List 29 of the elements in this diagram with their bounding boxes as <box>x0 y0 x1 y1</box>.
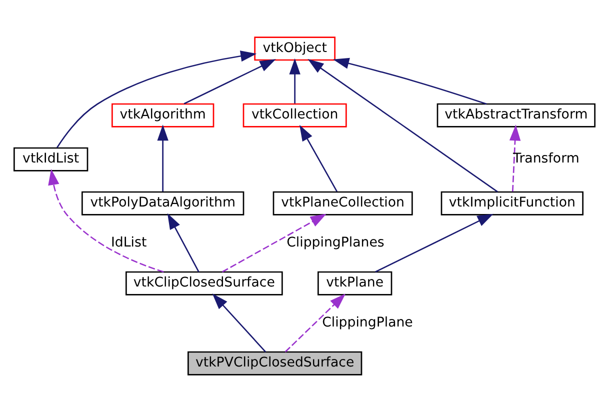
node-box: vtkAlgorithm <box>112 103 214 128</box>
node-box: vtkObject <box>254 36 336 61</box>
arrow <box>509 124 521 192</box>
arrow <box>167 213 200 272</box>
arrow <box>56 50 257 148</box>
node-box: vtkPolyDataAlgorithm <box>82 191 244 216</box>
node-box: vtkPVClipClosedSurface <box>188 351 362 376</box>
arrow <box>284 294 346 352</box>
arrow <box>299 124 338 192</box>
arrow <box>333 58 487 105</box>
node-box: vtkPlaneCollection <box>272 191 413 216</box>
edge-label: IdList <box>110 236 147 251</box>
node-box: vtkCollection <box>242 103 347 128</box>
node-box: vtkIdList <box>14 147 88 172</box>
arrow <box>184 59 276 104</box>
edge-label: Transform <box>513 152 580 167</box>
arrow <box>157 124 168 192</box>
node-box: vtkPlane <box>318 271 392 296</box>
node-box: vtkAbstractTransform <box>436 103 596 128</box>
edge-label: ClippingPlane <box>322 316 413 331</box>
arrow <box>212 294 266 352</box>
arrow <box>289 58 300 104</box>
edge-label: ClippingPlanes <box>286 236 384 251</box>
arrow <box>222 214 326 272</box>
node-box: vtkImplicitFunction <box>440 191 584 216</box>
arrow <box>375 214 494 272</box>
arrow <box>48 168 164 273</box>
node-box: vtkClipClosedSurface <box>126 271 283 296</box>
arrow <box>308 59 498 192</box>
